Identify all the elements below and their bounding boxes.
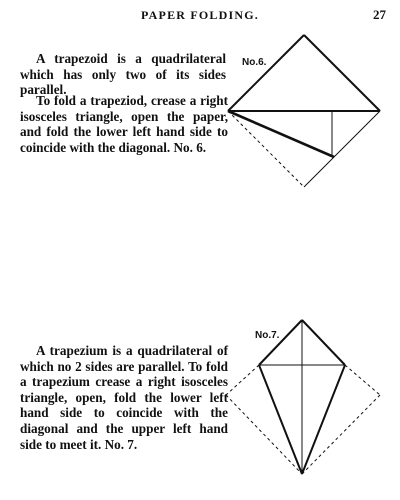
trapezium-text: A trapezium is a quadrilateral of which …: [20, 343, 228, 452]
figure-6-square: [227, 34, 381, 188]
trapezoid-instructions: To fold a trapeziod, crease a right isos…: [20, 93, 228, 155]
trapezoid-definition: A trapezoid is a quadrilateral which has…: [20, 51, 226, 98]
figure-7-reference: No. 7.: [104, 436, 138, 452]
running-title: PAPER FOLDING.: [141, 8, 259, 22]
trapezoid-instructions-text: To fold a trapeziod, crease a right isos…: [20, 93, 228, 155]
figure-6-reference: No. 6.: [173, 139, 207, 155]
figure-7-square: [225, 319, 381, 475]
figure-7-label: No.7.: [255, 330, 280, 341]
figure-6-label: No.6.: [242, 57, 267, 68]
figure-6-fold-line: [227, 109, 335, 159]
page-number: 27: [373, 7, 386, 22]
trapezium-paragraph: A trapezium is a quadrilateral of which …: [20, 343, 228, 452]
trapezoid-definition-text: A trapezoid is a quadrilateral which has…: [20, 51, 226, 98]
